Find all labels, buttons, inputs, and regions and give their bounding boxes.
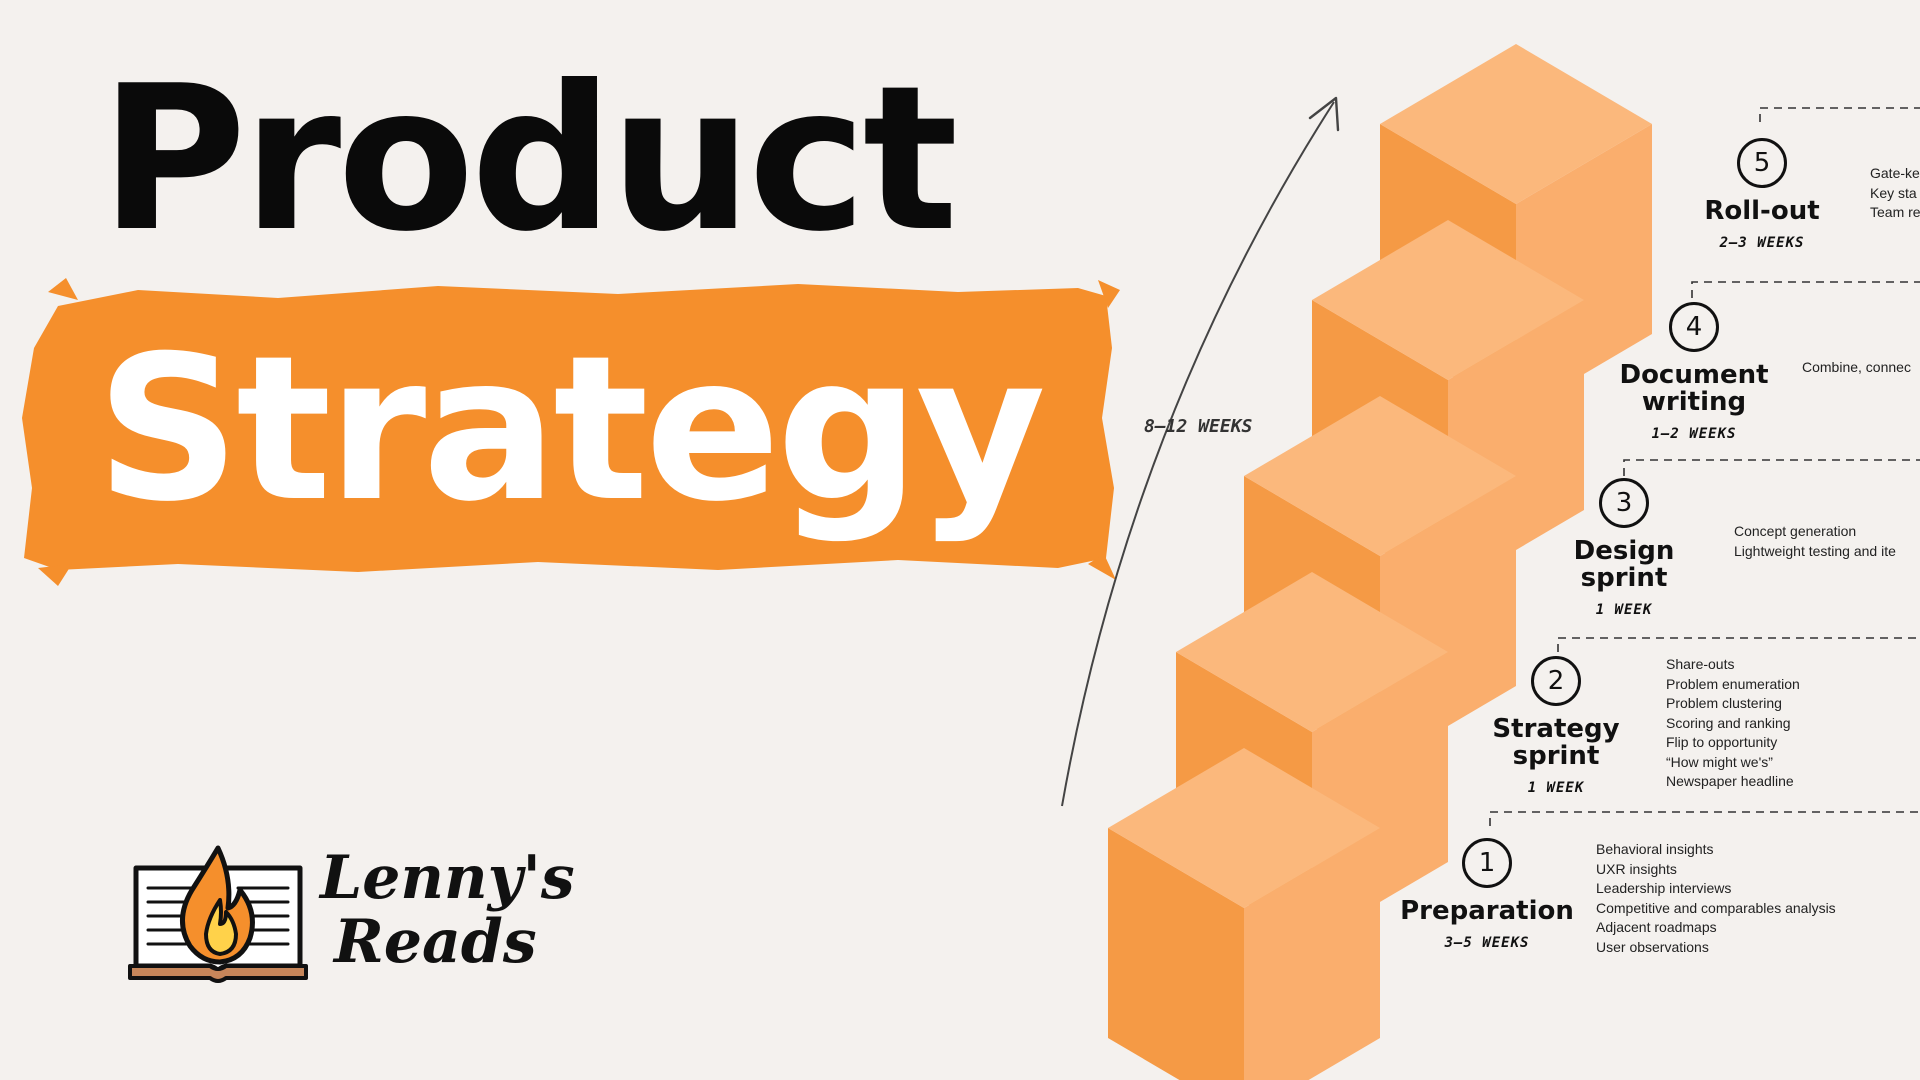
list-item: Key sta	[1870, 184, 1917, 201]
step-4-label: 4 Document writing 1–2 WEEKS	[1610, 302, 1778, 442]
list-item: “How might we's”	[1666, 753, 1773, 770]
list-item: UXR insights	[1596, 860, 1677, 877]
step-3-number: 3	[1599, 478, 1649, 528]
list-item: Share-outs	[1666, 656, 1735, 672]
step-4-number: 4	[1669, 302, 1719, 352]
list-item: Team re	[1870, 204, 1920, 220]
list-item: Problem enumeration	[1666, 675, 1800, 692]
step-3-cube-top-face	[1244, 396, 1516, 556]
list-item: Behavioral insights	[1596, 841, 1714, 857]
title-product: Product	[100, 43, 958, 276]
step-5-cube-top-face	[1380, 44, 1652, 204]
step-2-name: Strategy sprint	[1492, 714, 1620, 771]
step-1-number: 1	[1462, 838, 1512, 888]
list-item: User observations	[1596, 938, 1709, 955]
step-1-cube-top-face	[1108, 748, 1380, 908]
step-4-cube-top-face	[1312, 220, 1584, 380]
list-item: Problem clustering	[1666, 695, 1782, 711]
step-2-cube-top-face	[1176, 572, 1448, 732]
step-4-name: Document writing	[1619, 360, 1769, 417]
list-item: Newspaper headline	[1666, 773, 1794, 789]
flame-book-icon	[128, 845, 308, 983]
orange-brush-highlight	[22, 278, 1120, 586]
list-item: Adjacent roadmaps	[1596, 919, 1717, 935]
list-item: Leadership interviews	[1596, 880, 1732, 896]
title-strategy: Strategy	[96, 313, 1046, 546]
step-5-activities: Gate-ke Key sta Team re	[1870, 164, 1920, 223]
step-3-label: 3 Design sprint 1 WEEK	[1554, 478, 1694, 618]
step-3-activities: Concept generation Lightweight testing a…	[1734, 522, 1896, 561]
step-2-duration: 1 WEEK	[1527, 780, 1585, 796]
step-1-label: 1 Preparation 3–5 WEEKS	[1392, 838, 1582, 951]
step-1-duration: 3–5 WEEKS	[1444, 935, 1530, 951]
step-1-name: Preparation	[1400, 896, 1574, 926]
total-duration-label: 8–12 WEEKS	[1144, 416, 1253, 437]
step-1-cube-right-face	[1244, 828, 1380, 1080]
step-1-cube-left-face	[1108, 828, 1244, 1080]
step-5-duration: 2–3 WEEKS	[1719, 235, 1805, 251]
logo-text-reads: Reads	[334, 907, 537, 977]
step-2-label: 2 Strategy sprint 1 WEEK	[1478, 656, 1634, 796]
list-item: Lightweight testing and ite	[1734, 542, 1896, 559]
logo-text-lennys: Lenny's	[320, 843, 575, 913]
step-3-name: Design sprint	[1573, 536, 1675, 593]
step-5-name: Roll-out	[1704, 196, 1820, 226]
list-item: Gate-ke	[1870, 165, 1920, 181]
list-item: Competitive and comparables analysis	[1596, 899, 1836, 916]
step-4-duration: 1–2 WEEKS	[1651, 426, 1737, 442]
list-item: Combine, connec	[1802, 359, 1911, 375]
step-3-duration: 1 WEEK	[1595, 602, 1653, 618]
list-item: Concept generation	[1734, 523, 1857, 539]
step-1-activities: Behavioral insights UXR insights Leaders…	[1596, 840, 1836, 957]
step-5-number: 5	[1737, 138, 1787, 188]
list-item: Scoring and ranking	[1666, 714, 1791, 731]
list-item: Flip to opportunity	[1666, 734, 1778, 750]
step-4-activities: Combine, connec	[1802, 358, 1911, 378]
step-5-label: 5 Roll-out 2–3 WEEKS	[1694, 138, 1830, 251]
step-2-activities: Share-outs Problem enumeration Problem c…	[1666, 655, 1800, 792]
step-2-number: 2	[1531, 656, 1581, 706]
